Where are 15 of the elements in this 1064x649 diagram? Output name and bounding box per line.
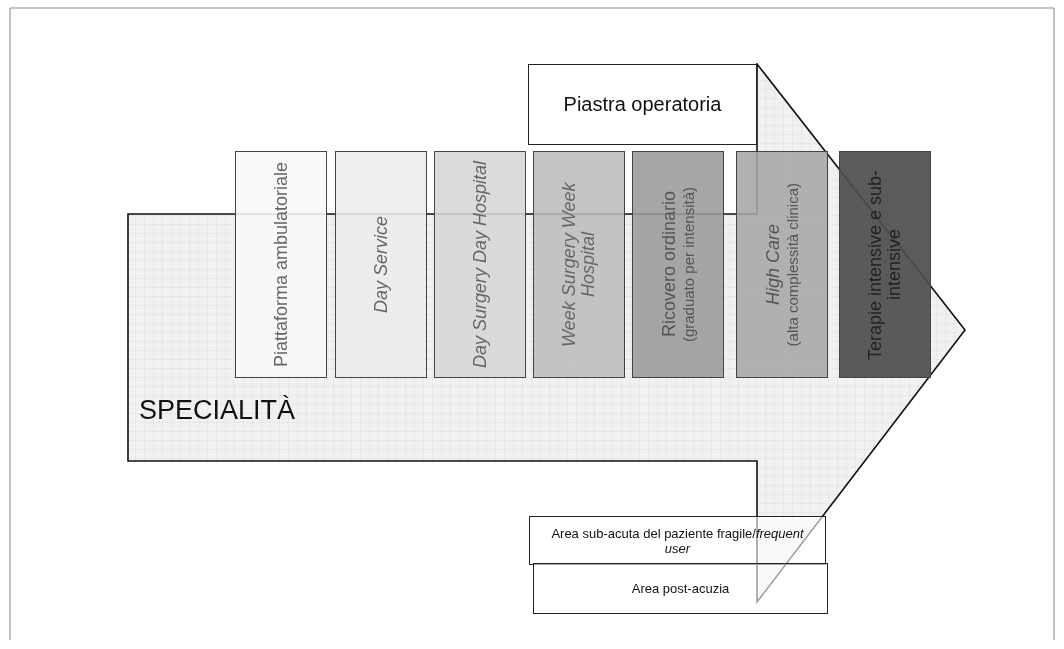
arrow-label: SPECIALITÀ — [139, 395, 296, 426]
area-box — [528, 64, 757, 145]
box-label: Area sub-acuta del paziente fragile/frequent user — [550, 525, 805, 556]
box-subtitle: (alta complessità clinica) — [784, 182, 801, 347]
box-label: Week Surgery Week Hospital — [560, 181, 598, 349]
area-box — [529, 516, 826, 565]
box-label: Day Service — [371, 216, 391, 313]
box-label: Ricovero ordinario — [659, 191, 679, 338]
box-label: Piattaforma ambulatoriale — [271, 161, 291, 368]
box-label: Day Surgery Day Hospital — [470, 160, 490, 369]
box-label: Piastra operatoria — [563, 93, 722, 116]
box-label: Area post-acuzia — [631, 581, 730, 596]
area-box — [533, 563, 828, 614]
box-label: High Care — [763, 223, 783, 305]
box-subtitle: (graduato per intensità) — [680, 186, 697, 343]
